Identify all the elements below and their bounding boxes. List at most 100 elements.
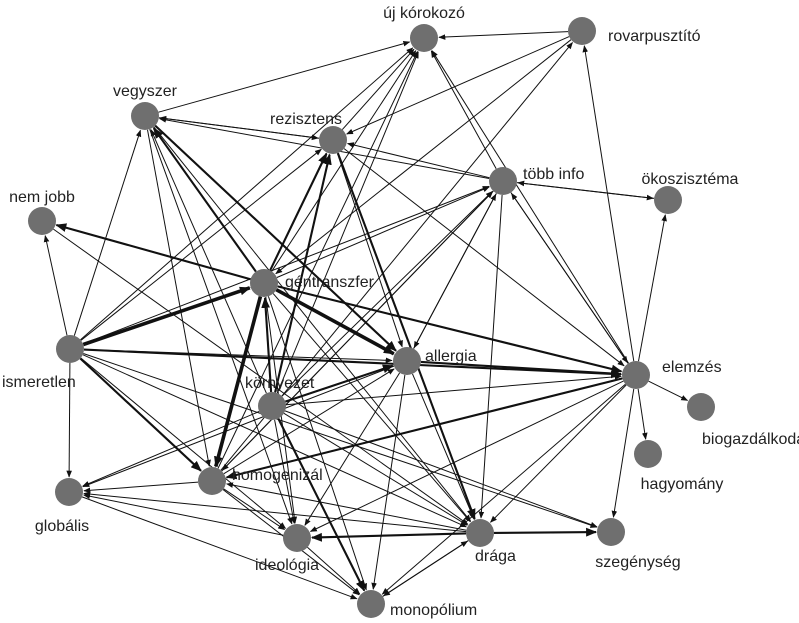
node-label-uj: új kórokozó: [383, 5, 465, 22]
edge-isme-to-nem: [43, 235, 68, 336]
node-label-szeg: szegénység: [595, 554, 680, 571]
node-label-draga: drága: [475, 548, 516, 565]
edge-gen-to-draga: [272, 293, 471, 523]
node-label-vegy: vegyszer: [113, 83, 178, 100]
edge-all-to-ideo: [304, 372, 401, 526]
edge-draga-to-ideo: [310, 532, 467, 542]
edge-korny-to-vegy: [150, 129, 267, 394]
node-szeg: [597, 518, 625, 546]
edge-homo-to-ideo: [223, 488, 286, 531]
edge-elem-to-homo: [225, 377, 623, 480]
edge-korny-to-tobb: [281, 191, 493, 397]
edge-draga-to-glob: [83, 491, 467, 533]
node-label-mono: monopólium: [390, 602, 477, 619]
edge-isme-to-homo: [79, 357, 202, 472]
node-label-oko: ökoszisztéma: [642, 171, 739, 188]
node-all: [393, 347, 421, 375]
node-bio: [687, 393, 715, 421]
node-ideo: [283, 524, 311, 552]
edge-tobb-to-all: [413, 193, 497, 349]
edge-all-to-glob: [82, 365, 395, 488]
edge-draga-to-szeg: [493, 527, 598, 537]
node-oko: [654, 186, 682, 214]
edge-elem-to-mono: [381, 383, 626, 595]
edge-isme-to-glob: [66, 362, 72, 478]
edge-elem-to-uj: [431, 50, 629, 364]
edge-korny-to-draga: [283, 412, 468, 526]
node-mono: [357, 590, 385, 618]
edge-vegy-to-homo: [147, 129, 211, 467]
node-uj: [410, 24, 438, 52]
edge-rez-to-all: [336, 153, 403, 348]
edge-homo-to-all: [223, 368, 395, 475]
edge-ideo-to-glob: [83, 493, 284, 536]
edge-korny-to-rez: [274, 153, 332, 393]
edge-gen-to-nem: [55, 223, 251, 281]
edge-all-to-mono: [371, 374, 406, 590]
node-label-rovar: rovarpusztító: [608, 28, 701, 45]
edge-gen-to-vegy: [152, 127, 257, 273]
edge-tobb-to-draga: [478, 194, 503, 519]
node-label-glob: globális: [35, 518, 89, 535]
edge-isme-to-elem: [83, 348, 623, 379]
node-isme: [56, 335, 84, 363]
node-draga: [466, 519, 494, 547]
edge-layer: [43, 31, 689, 600]
edge-korny-to-gen: [261, 296, 273, 393]
edge-gen-to-homo: [214, 296, 263, 468]
node-label-homo: homogenizál: [232, 467, 323, 484]
edge-korny-to-all: [284, 364, 394, 403]
edge-isme-to-vegy: [73, 129, 142, 336]
edge-gen-to-mono: [267, 296, 367, 591]
edge-all-to-elem: [420, 360, 623, 378]
node-label-ideo: ideológia: [255, 557, 319, 574]
edge-isme-to-gen: [82, 286, 251, 347]
node-hagy: [634, 440, 662, 468]
edge-elem-to-szeg: [611, 388, 635, 518]
node-rovar: [568, 17, 596, 45]
node-label-rez: rezisztens: [270, 111, 342, 128]
edge-korny-to-mono: [277, 418, 366, 592]
edge-korny-to-glob: [82, 411, 260, 487]
edge-elem-to-ideo: [309, 380, 624, 532]
edge-rez-to-uj: [341, 48, 415, 130]
edge-rez-to-draga: [336, 152, 476, 521]
edge-draga-to-homo: [226, 482, 467, 531]
edge-tobb-to-uj: [430, 50, 497, 169]
node-glob: [55, 478, 83, 506]
edge-gen-to-elem: [277, 285, 623, 374]
edge-mono-to-draga: [382, 540, 468, 597]
edge-vegy-to-ideo: [149, 129, 293, 525]
edge-isme-to-szeg: [83, 353, 598, 528]
node-nem: [28, 207, 56, 235]
node-label-tobb: több info: [523, 166, 584, 183]
edge-ideo-to-mono: [307, 546, 361, 595]
node-label-korny: környezet: [245, 375, 315, 392]
edge-elem-to-oko: [638, 214, 667, 362]
edge-vegy-to-rez: [158, 117, 319, 141]
edge-elem-to-bio: [648, 380, 689, 401]
edge-vegy-to-uj: [158, 40, 411, 113]
node-homo: [198, 467, 226, 495]
node-layer: [28, 17, 715, 618]
edge-gen-to-rez: [269, 152, 328, 271]
edge-gen-to-tobb: [276, 186, 490, 278]
edge-korny-to-uj: [276, 51, 419, 394]
edge-all-to-draga: [412, 373, 475, 520]
edge-korny-to-elem: [285, 374, 622, 406]
node-label-isme: ismeretlen: [2, 374, 76, 391]
label-layer: új kórokozó rovarpusztító vegyszer reziszte…: [2, 5, 799, 619]
node-elem: [622, 361, 650, 389]
edge-korny-to-ideo: [274, 419, 296, 524]
edge-rovar-to-gen: [275, 39, 572, 275]
edge-vegy-to-draga: [153, 126, 472, 522]
edge-elem-to-hagy: [637, 388, 648, 440]
edge-tobb-to-elem: [510, 192, 628, 364]
edge-homo-to-glob: [83, 481, 199, 494]
edge-rovar-to-uj: [438, 31, 569, 40]
edge-gen-to-uj: [271, 50, 417, 272]
edge-vegy-to-all: [154, 124, 397, 352]
edge-nem-to-draga: [53, 228, 469, 525]
edge-glob-to-mono: [81, 496, 358, 600]
